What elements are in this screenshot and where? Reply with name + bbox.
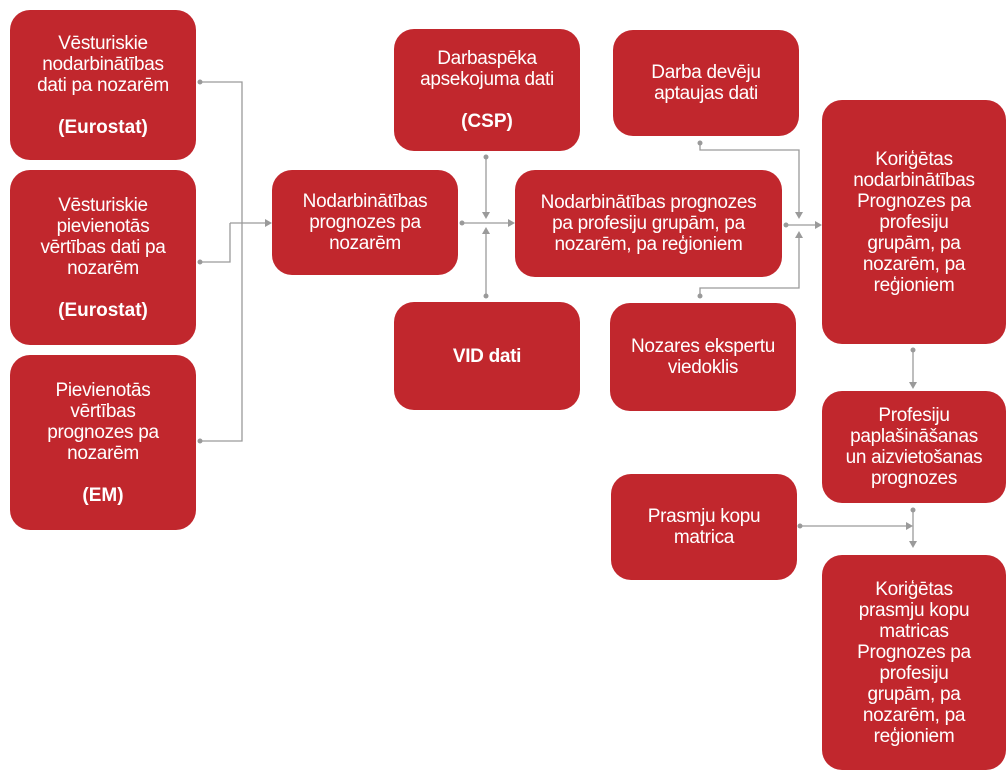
connector-value-added-forecast: [200, 223, 243, 442]
node-source: (Eurostat): [58, 116, 148, 138]
node-label: Vēsturiskie pievienotās vērtības dati pa…: [40, 194, 166, 279]
node-value-added-forecast: Pievienotās vērtības prognozes pa nozarē…: [10, 355, 196, 530]
node-label: Nodarbinātības prognozes pa nozarēm: [302, 191, 428, 254]
arrowhead: [815, 221, 822, 229]
connector-dot: [697, 140, 703, 146]
connector-dot: [910, 347, 916, 353]
arrowhead: [482, 212, 490, 219]
connector-hist-value-added: [200, 223, 231, 263]
node-label: Koriģētas nodarbinātības Prognozes pa pr…: [853, 148, 975, 296]
node-source: (CSP): [461, 111, 513, 132]
arrowhead: [795, 212, 803, 219]
node-label: Darba devēju aptaujas dati: [651, 62, 761, 104]
connector-dot: [197, 259, 203, 265]
node-vid-data: VID dati: [394, 302, 580, 410]
node-labour-force-survey: Darbaspēka apsekojuma dati (CSP): [394, 29, 580, 151]
connector-dot: [797, 523, 803, 529]
arrowhead: [909, 541, 917, 548]
node-label: Nodarbinātības prognozes pa profesiju gr…: [540, 192, 757, 255]
connector-dot: [197, 79, 203, 85]
node-hist-employment: Vēsturiskie nodarbinātības dati pa nozar…: [10, 10, 196, 160]
node-hist-value-added: Vēsturiskie pievienotās vērtības dati pa…: [10, 170, 196, 345]
connector-employer-survey: [699, 143, 800, 212]
node-source: (Eurostat): [58, 299, 148, 321]
connector-hist-employment: [200, 81, 243, 223]
node-employment-forecast-sectors: Nodarbinātības prognozes pa nozarēm: [272, 170, 458, 275]
node-employment-forecast-detailed: Nodarbinātības prognozes pa profesiju gr…: [515, 170, 782, 277]
arrowhead: [795, 231, 803, 238]
node-label: Darbaspēka apsekojuma dati: [420, 48, 554, 90]
node-expert-opinion: Nozares ekspertu viedoklis: [610, 303, 796, 411]
connector-dot: [783, 222, 789, 228]
node-label: Koriģētas prasmju kopu matricas Prognoze…: [857, 578, 971, 747]
connector-dot: [697, 293, 703, 299]
node-label: Prasmju kopu matrica: [647, 506, 761, 548]
node-corrected-employment: Koriģētas nodarbinātības Prognozes pa pr…: [822, 100, 1006, 344]
arrowhead: [906, 522, 913, 530]
arrowhead: [909, 382, 917, 389]
node-replacement-forecast: Profesiju paplašināšanas un aizvietošana…: [822, 391, 1006, 503]
node-source: (EM): [82, 484, 124, 506]
node-label: Vēsturiskie nodarbinātības dati pa nozar…: [37, 32, 169, 96]
connector-dot: [910, 507, 916, 513]
arrowhead: [508, 219, 515, 227]
node-label: Pievienotās vērtības prognozes pa nozarē…: [47, 379, 159, 464]
node-skills-matrix: Prasmju kopu matrica: [611, 474, 797, 580]
node-label: VID dati: [452, 345, 522, 367]
node-label: Profesiju paplašināšanas un aizvietošana…: [845, 405, 983, 489]
connector-dot: [483, 293, 489, 299]
node-employer-survey: Darba devēju aptaujas dati: [613, 30, 799, 136]
arrowhead: [482, 227, 490, 234]
arrowhead: [265, 219, 272, 227]
node-corrected-skills-matrix: Koriģētas prasmju kopu matricas Prognoze…: [822, 555, 1006, 770]
connector-dot: [459, 220, 465, 226]
connector-dot: [483, 154, 489, 160]
node-label: Nozares ekspertu viedoklis: [630, 336, 776, 378]
connector-dot: [197, 438, 203, 444]
connector-expert-opinion: [699, 238, 800, 296]
